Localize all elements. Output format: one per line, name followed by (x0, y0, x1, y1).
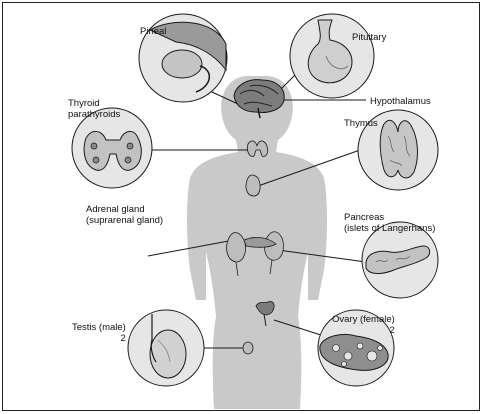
adrenal-label: Adrenal gland (suprarenal gland) (86, 204, 163, 226)
body-thyroid-gland (247, 140, 269, 157)
adrenal-leader-line (147, 239, 235, 257)
pancreas-label: Pancreas (islets of Langerhans) (344, 212, 435, 234)
adrenal-label-line1: Adrenal gland (86, 204, 145, 215)
body-ovary-uterus (255, 301, 275, 327)
body-testis (242, 341, 254, 355)
pituitary-label: Pituitary (352, 32, 386, 43)
testis-label-line2: 2 (120, 333, 126, 344)
brain-illustration (233, 79, 285, 119)
thymus-leader-line (257, 149, 361, 187)
testis-label: Testis (male) 2 (72, 322, 126, 344)
thymus-illustration (357, 109, 439, 191)
pancreas-illustration (361, 221, 439, 299)
pancreas-label-line2: (islets of Langerhans) (344, 223, 436, 234)
pituitary-label-text: Pituitary (352, 32, 387, 43)
body-abdominal-glands (226, 231, 284, 277)
ovary-illustration (317, 309, 395, 387)
thyroid-label: Thyroid parathyroids (68, 98, 120, 120)
pancreas-label-line1: Pancreas (344, 212, 385, 223)
pituitary-illustration (289, 13, 375, 99)
thyroid-label-line2: parathyroids (68, 109, 121, 120)
pineal-label: Pineal (140, 26, 166, 37)
thymus-label-text: Thymus (344, 118, 378, 129)
body-thymus-gland (245, 174, 261, 197)
ovary-label: Ovary (female) 2 (332, 314, 395, 336)
thyroid-illustration (71, 107, 153, 189)
testis-label-line1: Testis (male) (72, 322, 126, 333)
ovary-label-line1: Ovary (female) (332, 314, 395, 325)
thymus-label: Thymus (344, 118, 378, 129)
pineal-label-text: Pineal (140, 26, 167, 37)
pineal-illustration (138, 13, 228, 103)
pancreas-leader-line (277, 249, 367, 263)
testis-illustration (127, 309, 205, 387)
adrenal-label-line2: (suprarenal gland) (86, 215, 164, 226)
hypothalamus-label-text: Hypothalamus (370, 96, 431, 107)
thyroid-label-line1: Thyroid (68, 98, 100, 109)
hypothalamus-label: Hypothalamus (370, 96, 431, 107)
ovary-label-line2: 2 (389, 325, 395, 336)
ovary-leader-line (273, 319, 325, 337)
